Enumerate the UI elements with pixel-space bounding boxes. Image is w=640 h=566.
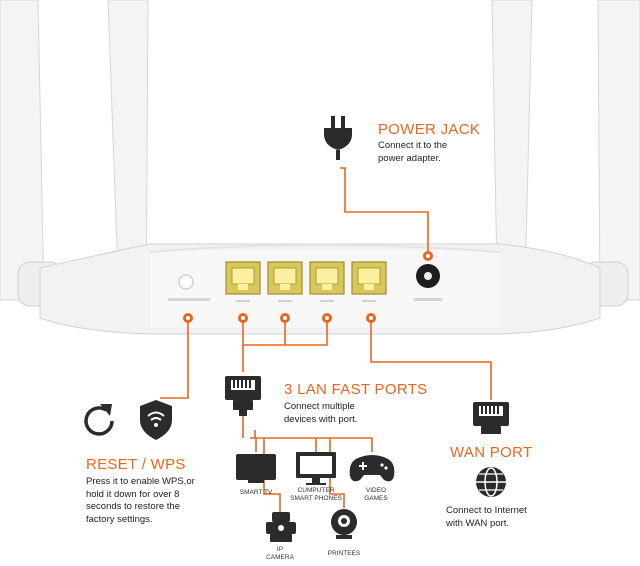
lan-port-1 xyxy=(225,261,261,295)
gamepad-icon xyxy=(349,455,395,482)
reset-wps-desc: Press it to enable WPS,or hold it down f… xyxy=(86,476,195,525)
wan-port-title: WAN PORT xyxy=(450,444,533,461)
webcam-icon xyxy=(331,509,357,539)
callout-dots xyxy=(183,251,433,323)
reset-button xyxy=(168,274,210,301)
refresh-icon xyxy=(84,404,114,436)
power-jack xyxy=(414,264,442,301)
device-label-smart-tv: SMART TV xyxy=(239,489,273,496)
device-label-computer: CUMPUTER SMART PHONES xyxy=(290,487,342,502)
device-label-video-games: VIDEO GAMES xyxy=(364,487,388,502)
ip-camera-icon xyxy=(266,512,296,542)
power-jack-title: POWER JACK xyxy=(378,121,481,138)
tv-icon xyxy=(236,454,276,483)
wan-port-desc: Connect to Internet with WAN port. xyxy=(446,505,527,529)
antenna-left-outer xyxy=(0,0,45,301)
monitor-icon xyxy=(296,452,336,485)
ethernet-ports xyxy=(225,261,387,302)
lan-port-2 xyxy=(267,261,303,295)
lan-ports-title: 3 LAN FAST PORTS xyxy=(284,381,428,398)
wan-ethernet-icon xyxy=(473,402,509,434)
ethernet-connector-icon xyxy=(225,376,261,416)
reset-wps-title: RESET / WPS xyxy=(86,456,186,473)
antenna-right-outer xyxy=(597,0,640,301)
lan-ports-desc: Connect multiple devices with port. xyxy=(284,401,358,425)
device-label-ip-camera: IP CAMERA xyxy=(266,546,294,561)
wifi-shield-icon xyxy=(140,400,172,440)
power-jack-desc: Connect it to the power adapter. xyxy=(378,140,448,164)
device-label-printees: PRINTEES xyxy=(327,550,361,557)
wan-port xyxy=(351,261,387,295)
power-plug-icon xyxy=(324,116,352,160)
lan-port-3 xyxy=(309,261,345,295)
globe-icon xyxy=(476,467,506,497)
